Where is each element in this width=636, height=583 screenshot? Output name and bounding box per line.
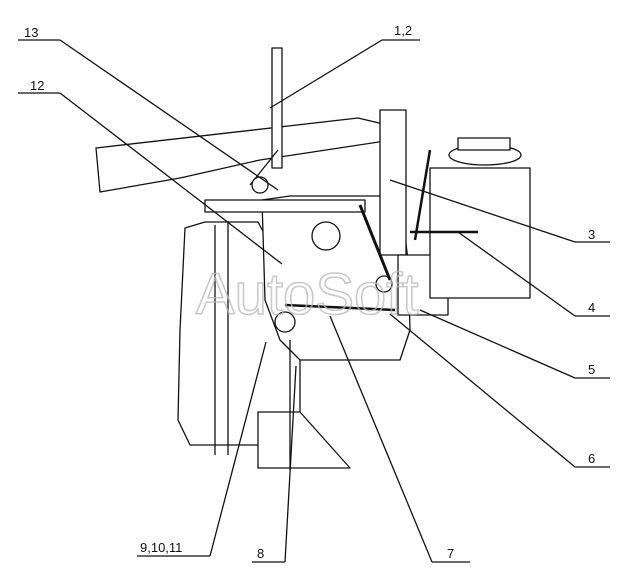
right-side-case xyxy=(429,167,531,299)
callout-3: 3 xyxy=(588,227,595,242)
leader-8-diag xyxy=(284,365,297,563)
lower-shoe xyxy=(257,411,351,469)
pivot-link xyxy=(375,275,393,293)
leader-12-diag xyxy=(59,92,283,265)
callout-7: 7 xyxy=(447,546,454,561)
callout-8: 8 xyxy=(257,546,264,561)
upper-frame-beam xyxy=(95,117,393,193)
right-column xyxy=(379,109,407,256)
handwheel-hub xyxy=(457,137,511,151)
leader-7-diag xyxy=(329,315,433,563)
callout-4: 4 xyxy=(588,300,595,315)
pivot-left xyxy=(251,176,269,194)
leader-5-diag xyxy=(419,309,576,379)
callout-9-10-11: 9,10,11 xyxy=(140,540,182,555)
top-lever-rod xyxy=(271,47,283,169)
leader-13-diag xyxy=(59,39,279,191)
right-arm xyxy=(413,149,432,241)
leader-6-diag xyxy=(389,313,576,468)
leader-4-diag xyxy=(457,231,576,317)
callout-13: 13 xyxy=(24,25,38,40)
pivot-lower xyxy=(274,311,296,333)
callout-5: 5 xyxy=(588,362,595,377)
linkage-rod xyxy=(284,303,396,312)
watermark-text: AutoSoft xyxy=(196,262,418,327)
leader-3-diag xyxy=(389,179,576,243)
diagonal-rod xyxy=(358,204,392,281)
housing-plate xyxy=(204,199,366,213)
leader-1-2-diag xyxy=(269,39,383,109)
callout-1-2: 1,2 xyxy=(394,23,412,38)
leader-9-10-11-diag xyxy=(209,341,267,557)
pivot-housing xyxy=(311,221,341,251)
callout-6: 6 xyxy=(588,451,595,466)
callout-12: 12 xyxy=(30,78,44,93)
